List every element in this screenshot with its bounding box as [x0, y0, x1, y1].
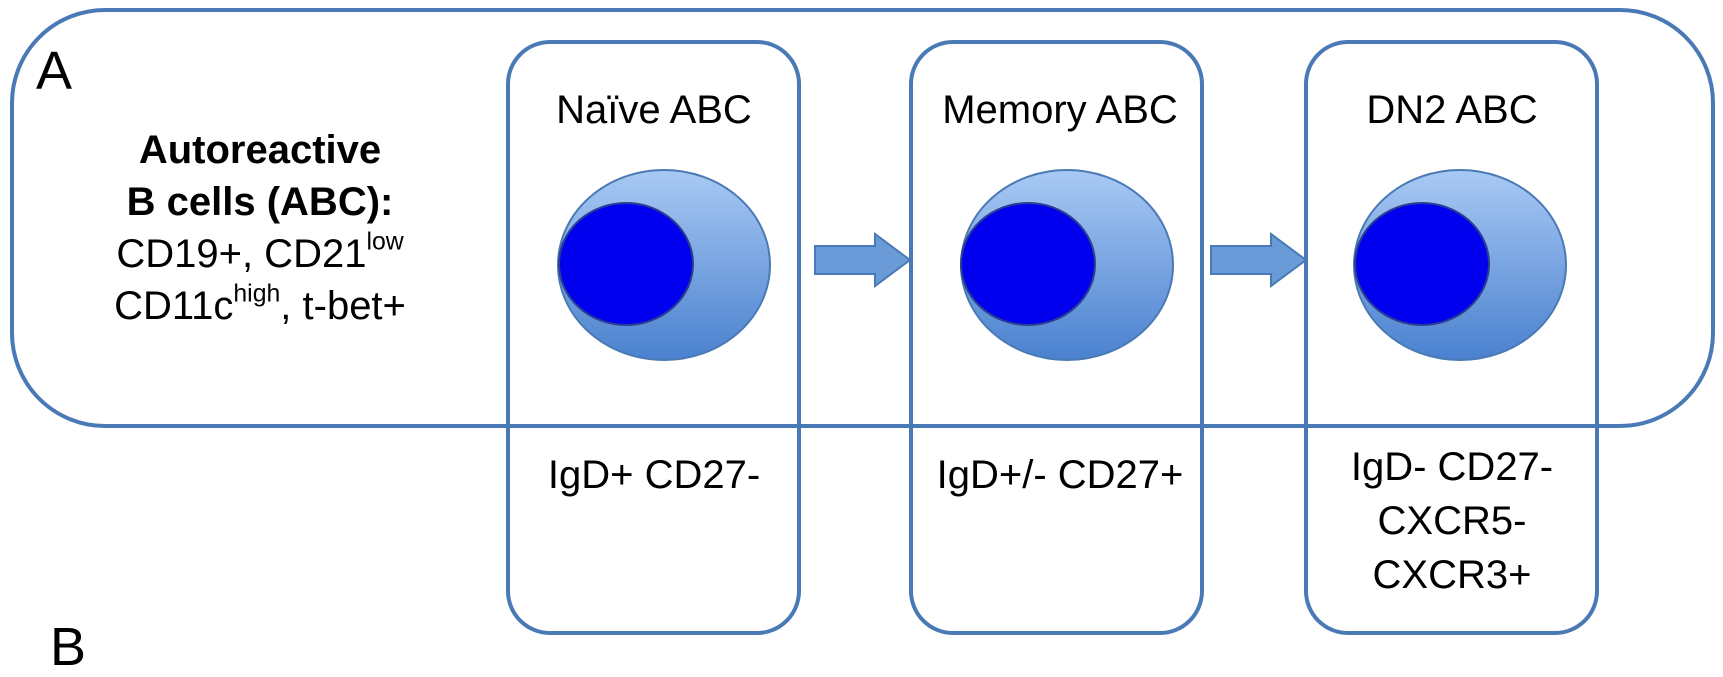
description-line-3: CD19+, CD21low: [60, 228, 460, 280]
stage-markers-dn2: IgD- CD27- CXCR5- CXCR3+: [1302, 440, 1602, 602]
arrow-right-icon: [814, 232, 912, 288]
description-line-4: CD11chigh, t-bet+: [60, 280, 460, 332]
stage-markers-memory: IgD+/- CD27+: [910, 448, 1210, 502]
stage-box-memory: [909, 40, 1204, 635]
marker-line: IgD- CD27-: [1350, 445, 1554, 489]
tbet-text: , t-bet+: [280, 284, 406, 328]
description-line-2: B cells (ABC):: [126, 180, 394, 224]
marker-line: CXCR5-: [1377, 499, 1527, 543]
stage-title-memory: Memory ABC: [942, 88, 1178, 132]
cd11c-text: CD11c: [114, 284, 234, 328]
cd19-cd21-text: CD19+, CD21: [116, 232, 367, 276]
marker-line: CXCR3+: [1372, 553, 1532, 597]
stage-title-dn2: DN2 ABC: [1366, 88, 1538, 132]
arrow-right-icon: [1210, 232, 1308, 288]
dn2-cell-icon: [1353, 169, 1567, 361]
description-line-1: Autoreactive: [138, 128, 382, 172]
naive-cell-icon: [557, 169, 771, 361]
panel-label-b: B: [50, 617, 87, 677]
cd21-superscript: low: [366, 228, 404, 256]
panel-label-a: A: [36, 41, 73, 101]
stage-title-naive: Naïve ABC: [556, 88, 752, 132]
stage-box-naive: [506, 40, 801, 635]
marker-line: IgD+/- CD27+: [936, 453, 1184, 497]
stage-box-dn2: [1304, 40, 1599, 635]
panel-a-frame: [10, 8, 1715, 428]
stage-markers-naive: IgD+ CD27-: [504, 448, 804, 502]
marker-line: IgD+ CD27-: [547, 453, 761, 497]
memory-cell-icon: [960, 169, 1174, 361]
abc-description: Autoreactive B cells (ABC): CD19+, CD21l…: [60, 124, 460, 332]
cd11c-superscript: high: [233, 280, 281, 308]
